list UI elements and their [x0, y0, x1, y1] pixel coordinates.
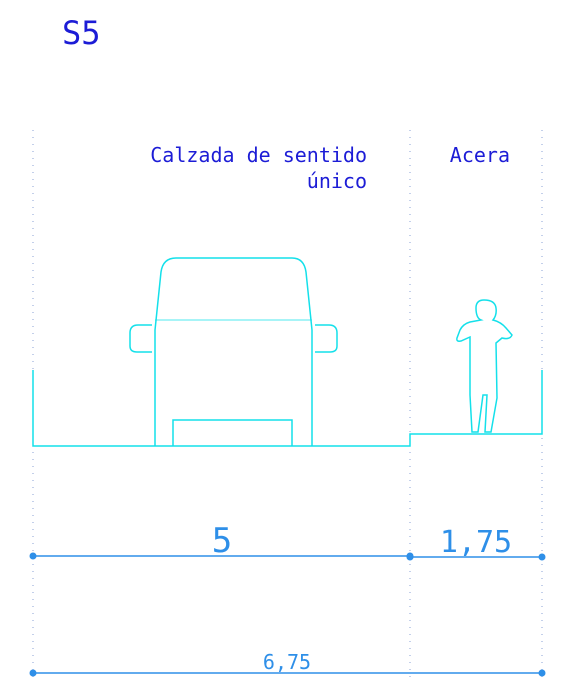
calzada-label-line-2: único: [307, 169, 367, 193]
dimension-tick-acera-left: [406, 553, 414, 561]
dimension-calzada-value: 5: [212, 521, 232, 561]
car-front-icon: [129, 257, 338, 446]
ground-profile: [32, 370, 543, 447]
dimension-tick-acera-right: [538, 553, 546, 561]
dimension-calzada: 5: [29, 521, 414, 561]
acera-label: Acera: [450, 143, 510, 167]
dimension-tick-total-left: [29, 669, 37, 677]
dimension-acera-value: 1,75: [440, 525, 512, 560]
dimension-tick-total-right: [538, 669, 546, 677]
section-title: S5: [62, 14, 101, 52]
dimension-total: 6,75: [29, 650, 546, 677]
guide-lines: [32, 130, 543, 680]
dimension-total-value: 6,75: [263, 650, 311, 674]
dimension-acera: 1,75: [406, 525, 546, 561]
calzada-label-line-1: Calzada de sentido: [150, 143, 367, 167]
pedestrian-icon: [456, 299, 513, 433]
dimension-tick-left: [29, 552, 37, 560]
